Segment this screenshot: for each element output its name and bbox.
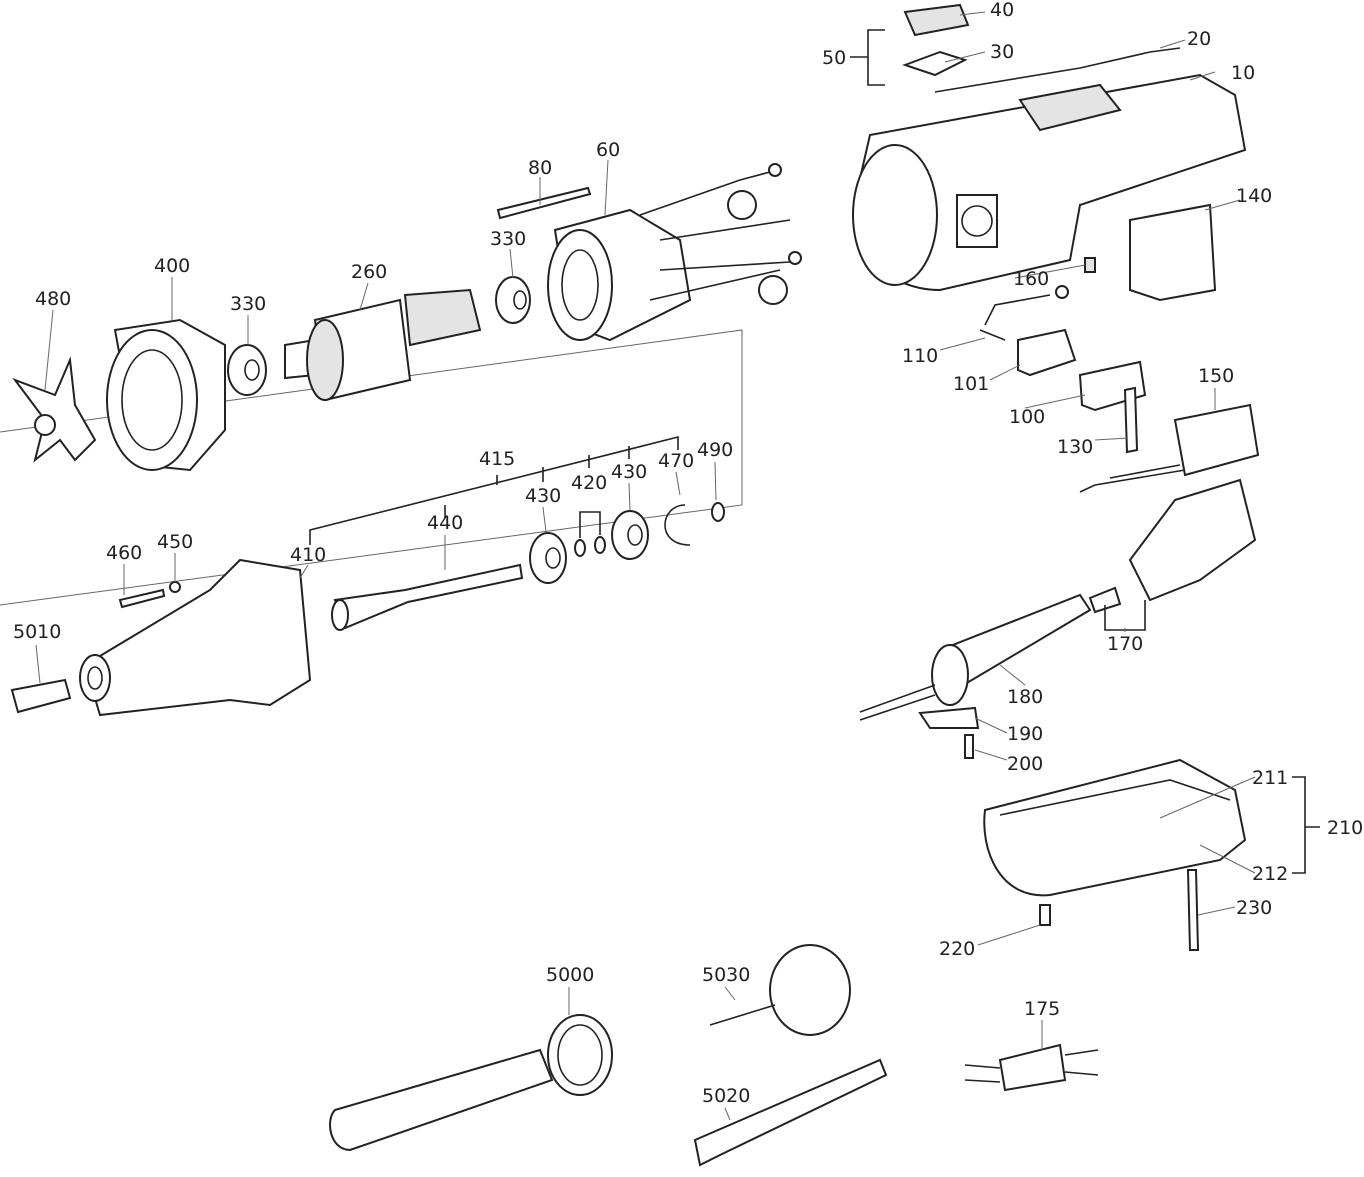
bearing-430b: [611, 510, 649, 560]
armature: [284, 288, 482, 402]
label-430-a: 430: [525, 485, 561, 507]
label-450: 450: [157, 531, 193, 553]
screw-80: [496, 186, 592, 220]
label-410: 410: [290, 544, 326, 566]
label-5000: 5000: [546, 964, 594, 986]
motor-housing: [852, 73, 1247, 292]
ring-420a: [574, 539, 586, 557]
screw-160: [1084, 257, 1096, 273]
label-400: 400: [154, 255, 190, 277]
label-420: 420: [571, 472, 607, 494]
fan: [12, 356, 97, 463]
label-260: 260: [351, 261, 387, 283]
label-40: 40: [990, 0, 1014, 21]
bracket-415: [309, 435, 679, 545]
plug-175: [998, 1043, 1067, 1092]
brush-holder-101: [1017, 328, 1077, 377]
label-460: 460: [106, 542, 142, 564]
label-30: 30: [990, 41, 1014, 63]
label-430-b: 430: [611, 461, 647, 483]
label-170: 170: [1107, 633, 1143, 655]
screw-130: [1123, 386, 1139, 454]
field-coil: [547, 163, 802, 342]
label-5020: 5020: [702, 1085, 750, 1107]
switch-slider: [901, 50, 968, 77]
leader-lines: [35, 11, 1256, 1121]
label-50: 50: [822, 47, 846, 69]
screw-200: [964, 734, 974, 759]
spindle-440: [333, 563, 524, 630]
screw-230: [1186, 869, 1200, 951]
label-330-rear: 330: [490, 228, 526, 250]
label-330-front: 330: [230, 293, 266, 315]
fan-cover: [106, 318, 226, 472]
label-100: 100: [1009, 406, 1045, 428]
label-10: 10: [1231, 62, 1255, 84]
label-230: 230: [1236, 897, 1272, 919]
label-110: 110: [902, 345, 938, 367]
strain-relief-140: [1129, 203, 1217, 302]
circlip-470: [664, 504, 691, 546]
fein-logo: [956, 194, 998, 248]
label-415: 415: [479, 448, 515, 470]
brush-110: [979, 294, 1051, 341]
label-140: 140: [1236, 185, 1272, 207]
label-101: 101: [953, 373, 989, 395]
label-5010: 5010: [13, 621, 61, 643]
handle-shell: [983, 758, 1247, 897]
bearing-330-rear: [495, 276, 531, 324]
label-470: 470: [658, 450, 694, 472]
label-480: 480: [35, 288, 71, 310]
wrench-handle-5000: [329, 1048, 554, 1152]
ring-420b: [594, 536, 606, 554]
hook-5030: [769, 944, 851, 1036]
screw-220: [1039, 904, 1051, 926]
label-220: 220: [939, 938, 975, 960]
label-175: 175: [1024, 998, 1060, 1020]
label-190: 190: [1007, 723, 1043, 745]
switch-rod: [934, 47, 1181, 93]
washer-450: [169, 581, 181, 593]
spanner-5020: [693, 1058, 888, 1167]
label-211: 211: [1252, 767, 1288, 789]
label-5030: 5030: [702, 964, 750, 986]
label-60: 60: [596, 139, 620, 161]
label-160: 160: [1013, 268, 1049, 290]
label-210: 210: [1327, 817, 1363, 839]
gear-head: [79, 558, 312, 717]
label-130: 130: [1057, 436, 1093, 458]
bearing-430a: [529, 532, 567, 584]
cable-assembly: [859, 478, 1257, 721]
washer-490: [711, 502, 725, 522]
bracket-210: [1292, 776, 1320, 874]
capacitor-150: [1173, 403, 1260, 477]
label-80: 80: [528, 157, 552, 179]
clamp-190: [918, 706, 980, 729]
label-150: 150: [1198, 365, 1234, 387]
switch-button: [903, 3, 970, 37]
label-490: 490: [697, 439, 733, 461]
label-20: 20: [1187, 28, 1211, 50]
screw-460: [118, 588, 166, 609]
bracket-50: [850, 29, 885, 86]
bearing-330-front: [227, 344, 267, 396]
label-200: 200: [1007, 753, 1043, 775]
collet-5010: [10, 678, 72, 714]
label-180: 180: [1007, 686, 1043, 708]
label-212: 212: [1252, 863, 1288, 885]
label-440: 440: [427, 512, 463, 534]
